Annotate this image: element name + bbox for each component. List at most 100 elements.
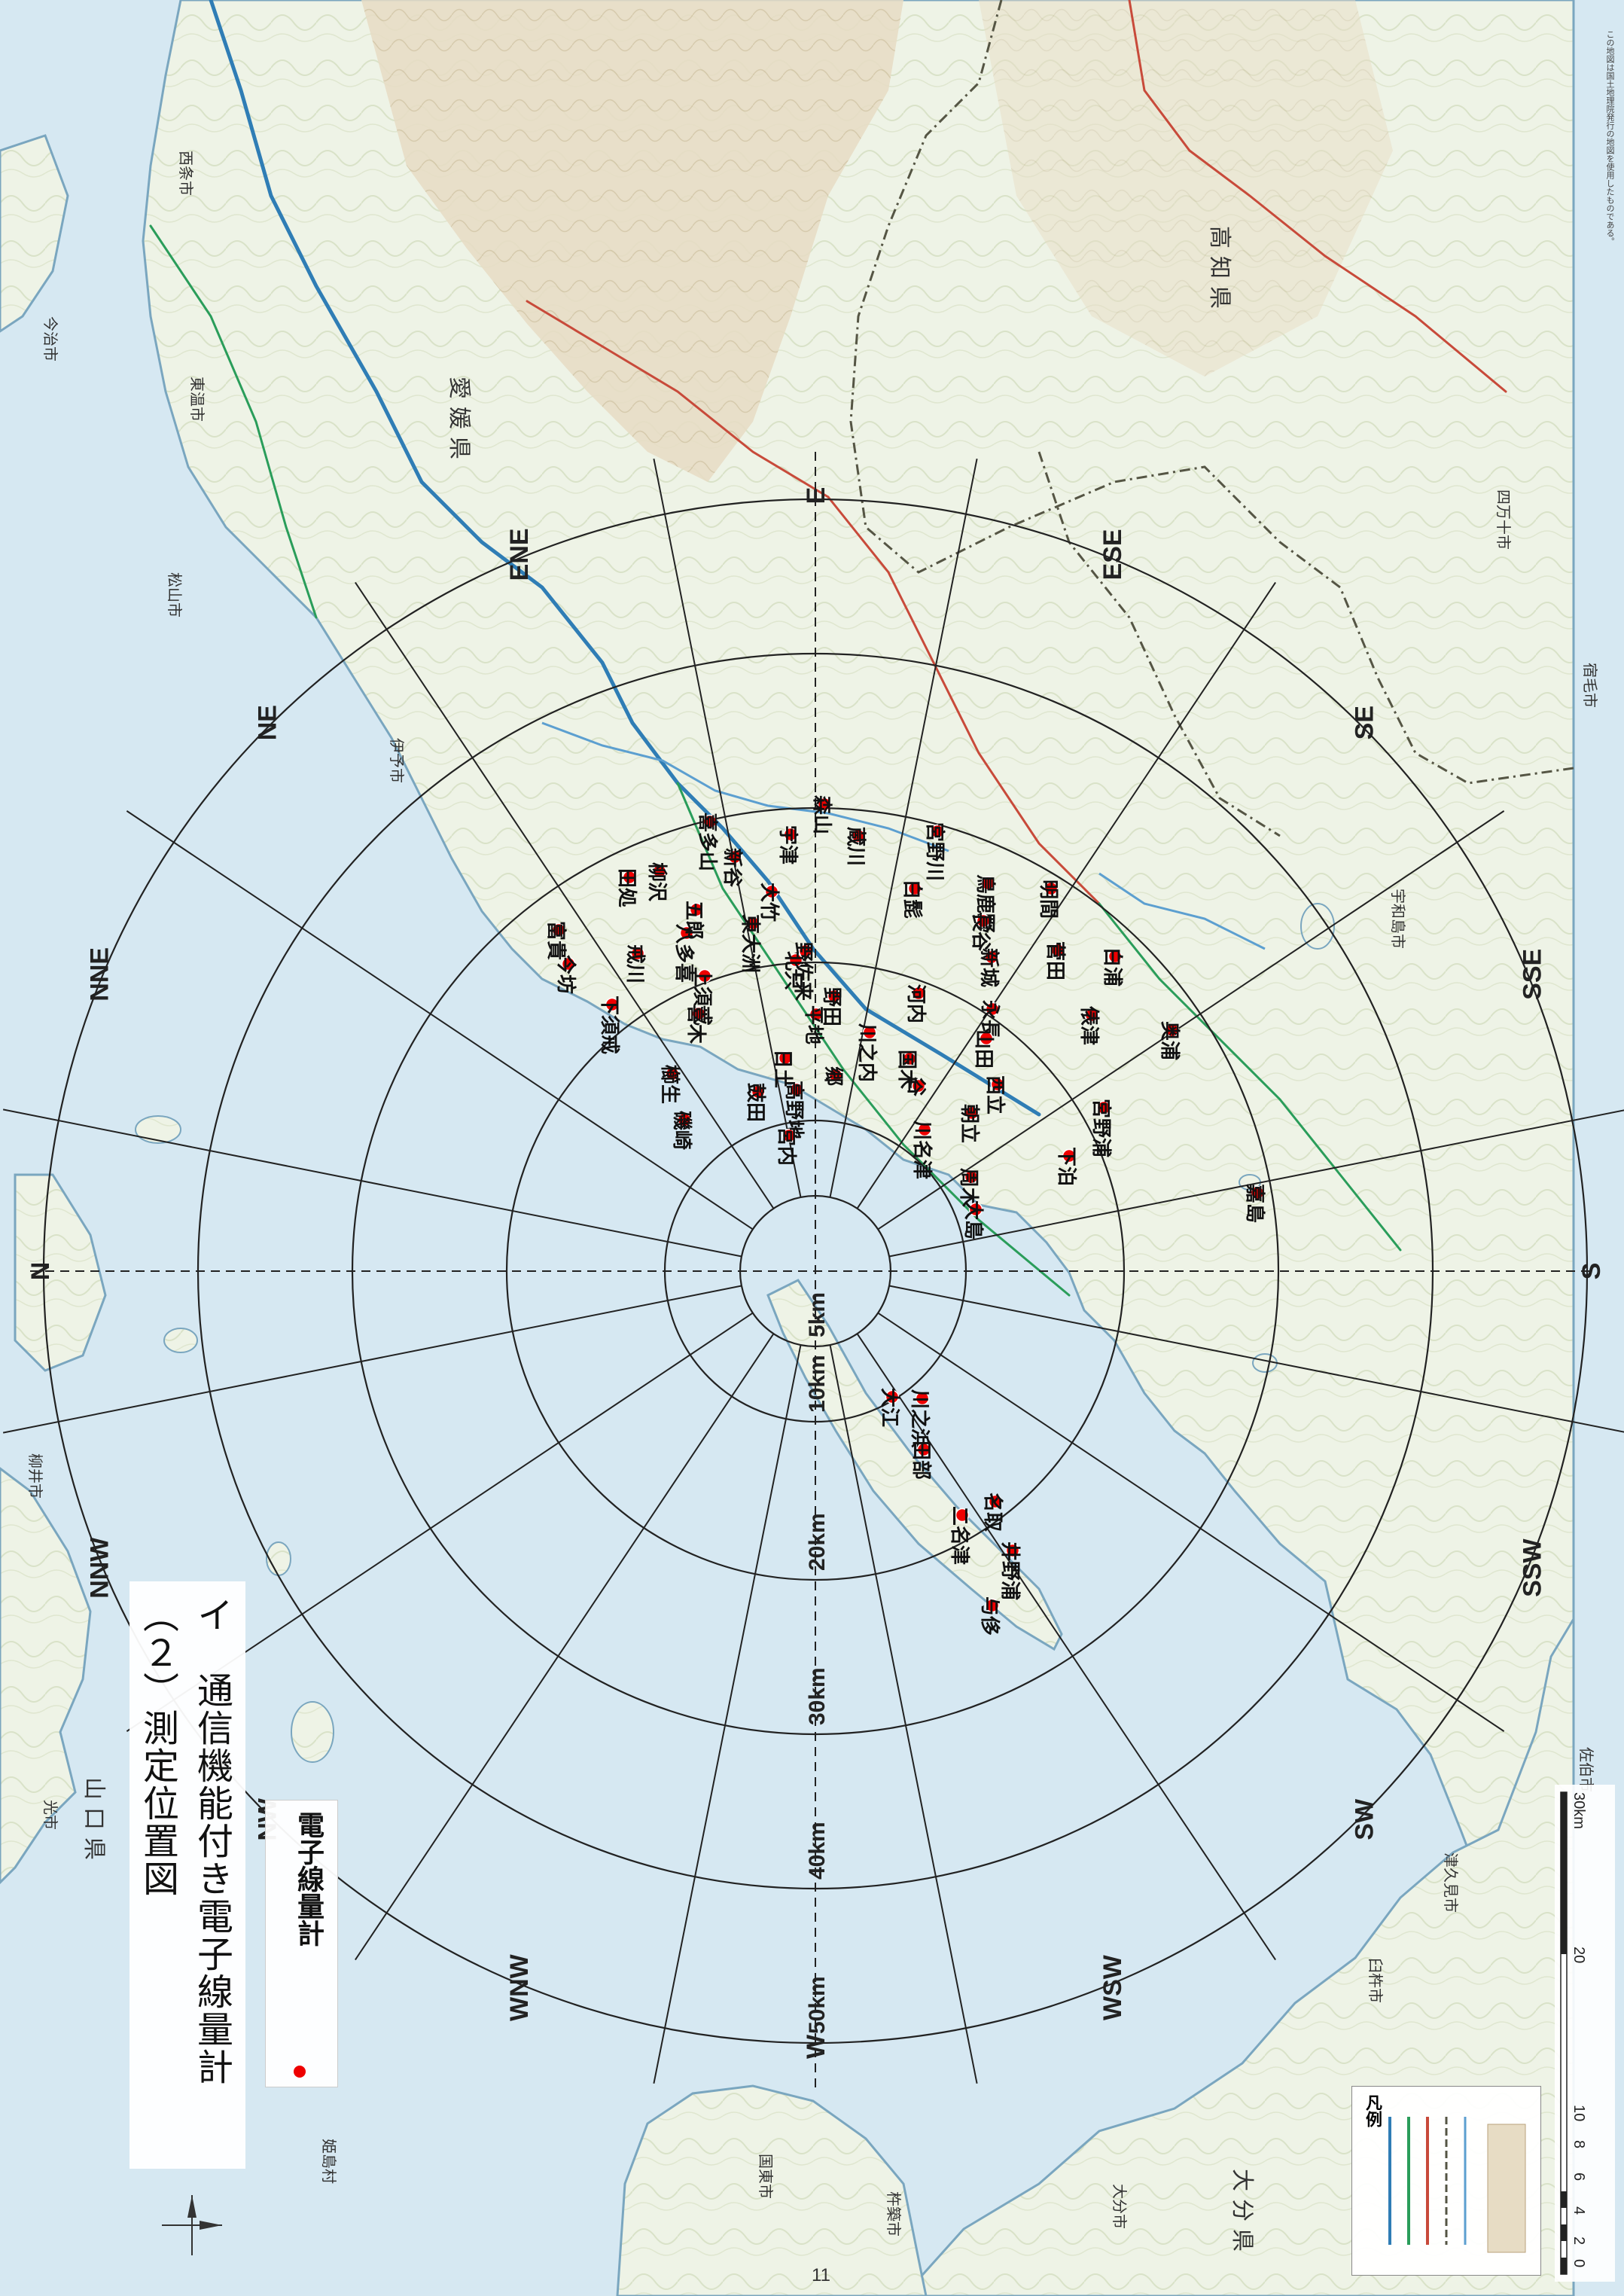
distance-label-30km: 30km (805, 1667, 830, 1725)
station-dot-icon (809, 1007, 824, 1022)
sector-boundary-3 (653, 458, 802, 1198)
station-label: 二名津 (948, 1506, 971, 1565)
station-label: 森山 (810, 795, 833, 834)
station-marker: 朝立 (958, 1104, 981, 1143)
roads (149, 0, 1507, 1297)
town-usuki: 臼杵市 (1367, 1958, 1385, 2003)
small-islands (135, 903, 1335, 1763)
map-legend-symbols (1388, 2117, 1526, 2253)
cardinal-axes (30, 452, 1596, 2093)
yamaguchi-land (0, 1467, 92, 1885)
scale-bar: 0 2 4 6 8 10 20 30km (1555, 1785, 1615, 2282)
station-dot-icon (778, 1050, 793, 1066)
prefecture-boundaries (849, 0, 1574, 837)
station-marker: 宮内 (775, 1127, 798, 1166)
station-label: 日土 (771, 1049, 794, 1088)
scale-bar-graphic (1560, 1791, 1568, 2275)
peninsula-land (766, 1279, 1063, 1651)
station-label: 今坊 (554, 955, 577, 994)
station-legend: 電子線量計 (265, 1800, 338, 2087)
station-marker: 周木 (957, 1168, 980, 1207)
kochi-mountains (979, 0, 1393, 377)
station-dot-icon (622, 870, 637, 885)
station-marker: 櫛生 (658, 1065, 681, 1104)
town-saijo: 西条市 (177, 151, 195, 196)
station-marker: 大竹 (757, 883, 780, 922)
title-box: （２）測定位置図 イ 通信機能付き電子線量計 (129, 1581, 245, 2169)
station-label: 富貴 (544, 921, 568, 960)
station-label: 喜多山 (696, 813, 718, 871)
prefecture-oita: 大分県 (1229, 2169, 1255, 2259)
station-marker: 俵津 (1077, 1006, 1100, 1045)
map-symbol-legend: 凡例 (1351, 2086, 1541, 2276)
station-dot-icon (916, 1442, 931, 1457)
direction-label-N: N (26, 1262, 55, 1281)
station-marker: 宮野浦 (1089, 1099, 1113, 1157)
station-dot-icon (915, 1391, 930, 1406)
direction-label-SW: SW (1350, 1798, 1379, 1840)
page-number: 11 (812, 2265, 830, 2285)
station-dot-icon (885, 1389, 900, 1404)
station-label: 谷 (904, 1077, 927, 1097)
north-islands (0, 134, 69, 333)
distance-label-20km: 20km (805, 1513, 830, 1571)
station-dot-icon (984, 950, 999, 965)
station-label: 与侈 (978, 1596, 1001, 1636)
station-label: 喜木 (684, 1005, 707, 1044)
station-marker: 白髭 (900, 880, 924, 919)
station-label: 櫛生 (658, 1065, 681, 1104)
station-marker: 奥浦 (1158, 1021, 1181, 1060)
station-marker: 名取 (981, 1493, 1004, 1532)
station-dot-icon (1050, 943, 1065, 958)
station-dot-icon (764, 884, 779, 899)
station-dot-icon (817, 797, 832, 812)
station-marker: 川之浜 (908, 1389, 931, 1448)
sector-boundary-13 (355, 1333, 775, 1961)
station-marker: 与侈 (978, 1596, 1001, 1636)
station-marker: 蔵川 (844, 827, 867, 866)
sector-boundary-10 (856, 1333, 1276, 1961)
station-marker: 井野浦 (998, 1541, 1022, 1600)
town-kunisaki: 国東市 (757, 2154, 775, 2199)
station-dot-icon (917, 1122, 932, 1137)
station-marker: 明間 (1037, 880, 1059, 919)
station-dot-icon (968, 1202, 983, 1217)
station-dot-icon (783, 827, 798, 842)
station-dot-icon (976, 913, 991, 928)
station-label: 田処 (615, 868, 638, 907)
station-label: 川名津 (910, 1121, 934, 1179)
direction-label-NNW: NNW (85, 1537, 114, 1599)
town-yanai: 柳井市 (26, 1453, 44, 1499)
sector-boundary-4 (829, 458, 978, 1198)
station-dot-icon (985, 1002, 1000, 1017)
town-sukumo: 宿毛市 (1581, 663, 1599, 708)
station-dot-icon (788, 953, 803, 968)
station-dot-icon (979, 1031, 994, 1046)
station-marker: 磯崎 (670, 1111, 693, 1150)
station-label: 白髭 (900, 880, 924, 919)
station-marker: 喜多山 (696, 813, 718, 871)
sector-boundary-11 (829, 1344, 978, 2084)
map-notes: この地図は国土地理院発行の地図を使用したものである。 (1605, 30, 1615, 245)
station-dot-icon (679, 925, 694, 941)
station-dot-icon (727, 849, 742, 864)
station-dot-icon (1062, 1148, 1077, 1163)
station-marker: 新谷 (721, 848, 744, 888)
station-marker: 下泊 (1055, 1147, 1077, 1186)
station-marker: 河内 (904, 984, 927, 1023)
town-imabari: 今治市 (41, 316, 59, 361)
direction-label-WNW: WNW (505, 1953, 534, 2021)
station-marker: 郷 (821, 1066, 844, 1086)
direction-label-E: E (802, 487, 830, 505)
station-marker: 富貴 (544, 921, 568, 960)
station-marker: 西立 (983, 1075, 1007, 1114)
shikoku-land (142, 0, 1575, 2034)
station-marker: 東大洲 (739, 914, 761, 973)
station-dot-icon (911, 986, 926, 1001)
title-line-1: （２）測定位置図 (136, 1596, 178, 1898)
station-label: 明間 (1037, 880, 1059, 919)
station-label: 西立 (983, 1075, 1007, 1114)
station-dot-icon (1096, 1100, 1111, 1115)
village-himeshima: 姫島村 (320, 2139, 338, 2184)
